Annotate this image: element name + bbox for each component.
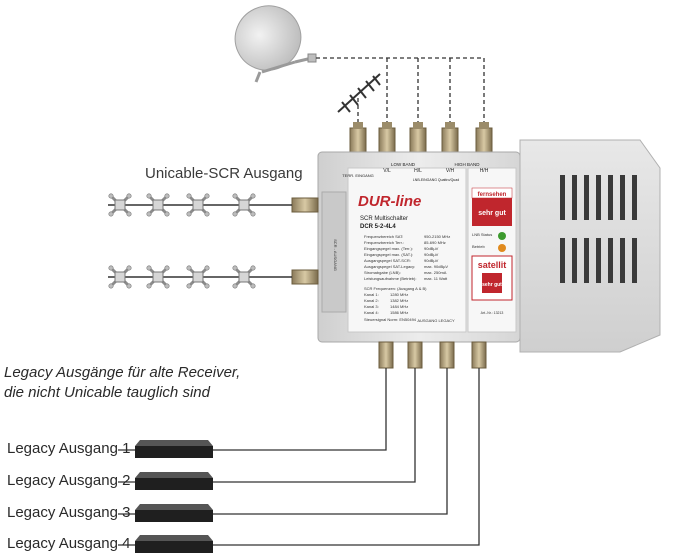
scr-output-connectors (291, 197, 319, 285)
receiver-icon (135, 535, 213, 553)
unicable-outlet-icon (186, 193, 210, 217)
legacy-note-line-2: die nicht Unicable tauglich sind (4, 384, 210, 401)
lnb-header-label: LNB-EINGANG Quattro/Quad (413, 178, 459, 182)
scr-channel-label: Kanal 4: (364, 310, 379, 315)
scr-channel-value: 1586 MHz (390, 310, 408, 315)
legacy-cables (118, 368, 480, 546)
input-connectors (349, 122, 493, 153)
spec-label: Ausgangspegel SAT-SCR: (364, 258, 411, 263)
hl-label: H/L (414, 168, 422, 174)
spec-value: max. 11 Watt (424, 276, 448, 281)
legacy-output-4-label: Legacy Ausgang 4 (7, 535, 131, 552)
spec-label: Eingangspegel max. (SAT.): (364, 252, 413, 257)
svg-text:sehr gut: sehr gut (478, 210, 506, 217)
terr-input-label: TERR. EINGANG (342, 173, 374, 178)
power-supply-unit (519, 139, 661, 353)
model-line-2: DCR 5-2-4L4 (360, 224, 396, 230)
svg-text:satellit: satellit (478, 260, 507, 270)
spec-value: 950-2150 MHz (424, 234, 450, 239)
receiver-icon (135, 472, 213, 490)
satellite-dish-icon (234, 5, 317, 83)
legacy-note-line-1: Legacy Ausgänge für alte Receiver, (4, 364, 241, 381)
spec-label: Ausgangspegel SAT-Legacy: (364, 264, 415, 269)
multiswitch-device (317, 151, 521, 343)
unicable-output-label: Unicable-SCR Ausgang (145, 165, 303, 182)
spec-label: Stromabgabe (LNB): (364, 270, 401, 275)
spec-value: 90dBµV (424, 252, 439, 257)
unicable-outlet-icon (232, 193, 256, 217)
spec-value: max. 90dBµV (424, 264, 448, 269)
svg-text:Art.-Nr.: 13213: Art.-Nr.: 13213 (481, 311, 504, 315)
scr-channel-label: Kanal 3: (364, 304, 379, 309)
led-indicators: LNB Status Betrieb (472, 232, 506, 252)
scr-channel-value: 1484 MHz (390, 304, 408, 309)
svg-text:sehr gut: sehr gut (482, 282, 502, 288)
scr-channel-label: Kanal 2: (364, 298, 379, 303)
spec-label: Eingangspegel max. (Terr.): (364, 246, 413, 251)
spec-value: 90dBµV (424, 258, 439, 263)
vh-label: V/H (446, 168, 455, 174)
spec-value: 90dBµV (424, 246, 439, 251)
vl-label: V/L (383, 168, 391, 174)
spec-list: Frequenzbereich SAT: 950-2150 MHz Freque… (364, 234, 450, 322)
legacy-output-label: AUSGANG LEGACY (417, 318, 455, 323)
receiver-icon (135, 504, 213, 522)
receiver-icon (135, 440, 213, 458)
high-band-label: HIGH BAND (454, 162, 480, 167)
low-band-label: LOW BAND (391, 162, 416, 167)
led-power-icon (498, 244, 506, 252)
unicable-outlet-icon (108, 193, 132, 217)
input-cables (316, 57, 485, 128)
unicable-outlet-icon (232, 265, 256, 289)
spec-label: Leistungsaufnahme (Betrieb): (364, 276, 416, 281)
scr-channel-label: Kanal 1: (364, 292, 379, 297)
brand-logo: DUR-line (358, 193, 421, 210)
unicable-outlet-icon (186, 265, 210, 289)
spec-value: max. 250mA (424, 270, 447, 275)
unicable-outlet-icon (108, 265, 132, 289)
svg-text:fernsehen: fernsehen (478, 192, 507, 198)
unicable-outlets (108, 193, 256, 289)
spec-label: Frequenzbereich SAT: (364, 234, 403, 239)
svg-text:Betrieb: Betrieb (472, 244, 485, 249)
scr-channel-value: 1280 MHz (390, 292, 408, 297)
terrestrial-antenna-icon (337, 73, 381, 113)
legacy-output-1-label: Legacy Ausgang 1 (7, 440, 131, 457)
spec-label: Frequenzbereich Terr.: (364, 240, 404, 245)
legacy-output-2-label: Legacy Ausgang 2 (7, 472, 131, 489)
scr-frequency-header: SCR Frequenzen: (Ausgang A & B) (364, 286, 427, 291)
spec-value: 85-690 MHz (424, 240, 446, 245)
scr-output-side-label: SCR - AUSGANG (333, 239, 338, 271)
legacy-output-3-label: Legacy Ausgang 3 (7, 504, 131, 521)
svg-text:LNB Status: LNB Status (472, 232, 492, 237)
unicable-outlet-icon (146, 193, 170, 217)
led-status-icon (498, 232, 506, 240)
scr-channel-value: 1382 MHz (390, 298, 408, 303)
standard-line: Steuersignal Norm: EN50494 (364, 317, 417, 322)
test-badge-fernsehen: fernsehen sehr gut (471, 187, 513, 226)
legacy-output-connectors (378, 341, 487, 369)
unicable-outlet-icon (146, 265, 170, 289)
test-badge-satellit: satellit sehr gut Art.-Nr.: 13213 (471, 255, 513, 315)
model-line-1: SCR Multischalter (360, 216, 408, 222)
hh-label: H/H (480, 168, 489, 174)
